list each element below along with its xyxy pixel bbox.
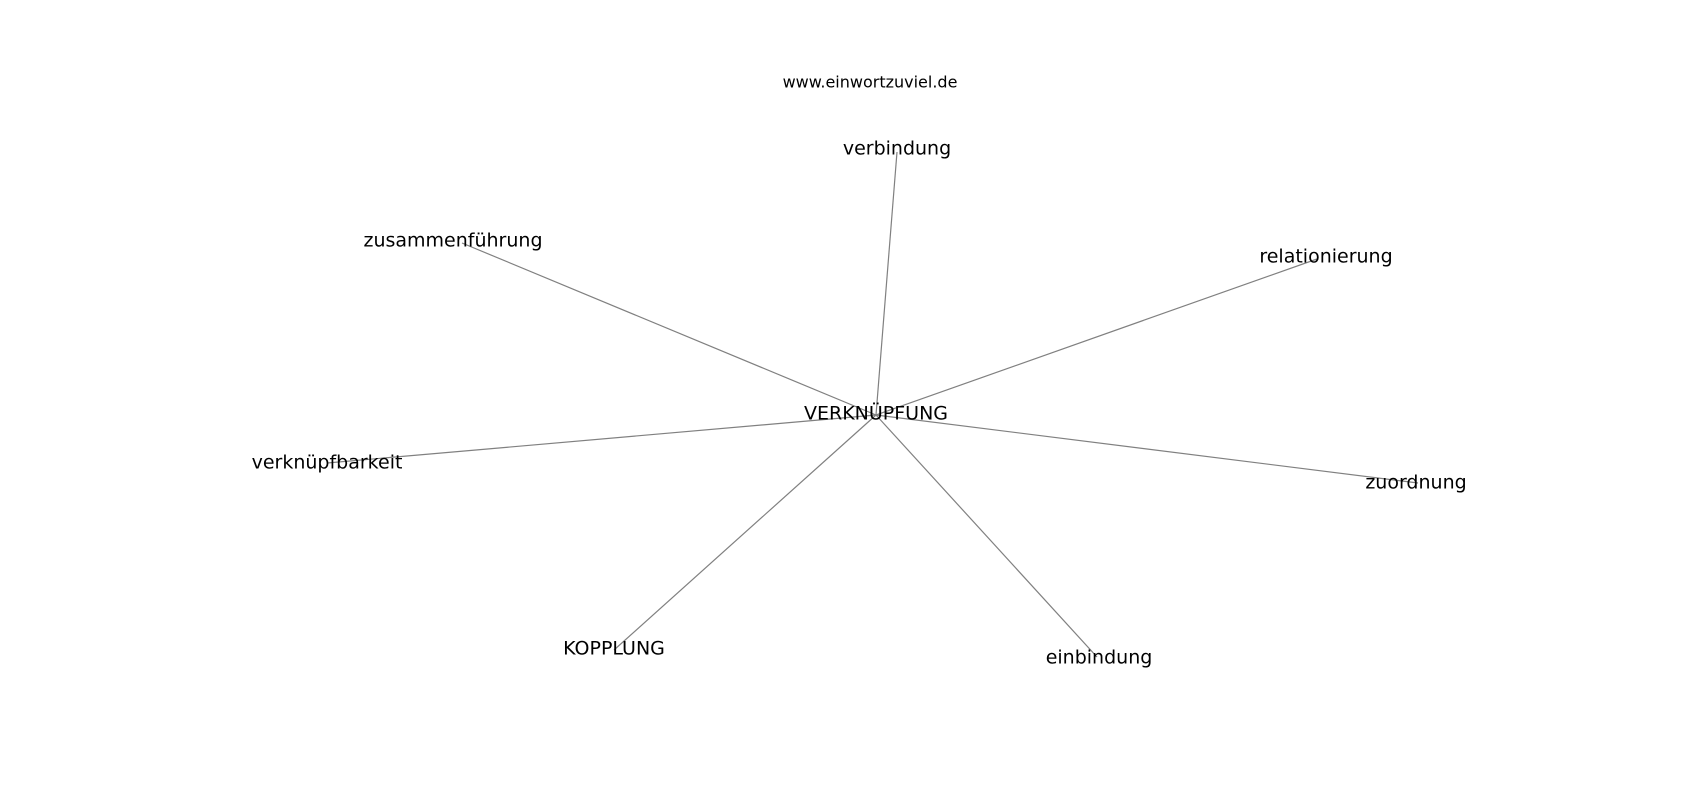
- node-label-zuordnung: zuordnung: [1365, 471, 1467, 494]
- edge-zuordnung: [875, 414, 1419, 484]
- site-watermark: www.einwortzuviel.de: [782, 72, 958, 92]
- node-label-kopplung: KOPPLUNG: [563, 637, 665, 660]
- edge-verbindung: [875, 151, 898, 416]
- edge-zusammenfuehrung: [461, 242, 877, 416]
- edge-einbindung: [875, 414, 1098, 658]
- node-label-zusammenfuehrung: zusammenführung: [363, 229, 543, 252]
- node-label-einbindung: einbindung: [1045, 646, 1153, 669]
- edge-verknuepfbarkeit: [326, 414, 877, 464]
- node-label-verbindung: verbindung: [842, 137, 952, 160]
- center-node-label: VERKNÜPFUNG: [803, 402, 949, 425]
- node-label-verknuepfbarkeit: verknüpfbarkeit: [251, 451, 403, 474]
- edge-relationierung: [875, 258, 1318, 416]
- edge-kopplung: [613, 414, 877, 651]
- node-label-relationierung: relationierung: [1259, 245, 1393, 268]
